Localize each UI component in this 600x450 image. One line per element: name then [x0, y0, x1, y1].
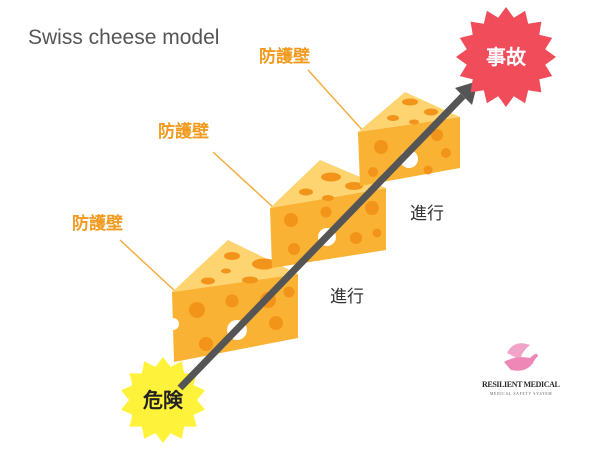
- cheese-hole: [299, 188, 313, 196]
- cheese-hole: [441, 148, 451, 158]
- cheese-hole: [423, 165, 433, 175]
- cheese-hole: [402, 98, 418, 106]
- cheese-hole: [221, 268, 231, 274]
- cheese-hole: [224, 252, 240, 260]
- cheese-hole: [199, 337, 213, 351]
- diagram-title: Swiss cheese model: [28, 26, 219, 49]
- accident-label: 事故: [486, 45, 527, 69]
- arrow-shaft: [177, 93, 466, 391]
- cheese-slice-top: [358, 92, 460, 186]
- cheese-hole: [322, 195, 334, 201]
- cheese-hole: [189, 302, 205, 318]
- logo-name: RESILIENT MEDICAL: [482, 380, 560, 389]
- cheese-hole: [372, 228, 382, 238]
- barrier-label-top: 防護壁: [259, 46, 310, 67]
- cheese-hole: [283, 286, 295, 298]
- cheese-hole: [345, 182, 363, 190]
- hazard-burst: [121, 357, 205, 443]
- cheese-hole: [225, 294, 239, 308]
- starburst-icon: [456, 7, 556, 107]
- cheese-hole: [374, 140, 388, 154]
- progress-label-upper: 進行: [410, 204, 444, 224]
- cheese-hole: [365, 201, 379, 215]
- barrier-label-bottom: 防護壁: [72, 213, 123, 234]
- starburst-icon: [121, 357, 205, 443]
- cheese-hole: [288, 243, 300, 255]
- leader-line-top: [307, 69, 366, 134]
- logo: RESILIENT MEDICAL MEDICAL SAFETY SYSTEM: [482, 343, 560, 396]
- progress-label-lower: 進行: [330, 287, 364, 307]
- cheese-hole: [201, 277, 215, 285]
- cheese-hole: [269, 316, 283, 330]
- bird-body: [504, 353, 538, 371]
- cheese-hole: [431, 129, 443, 141]
- cheese-hole: [409, 119, 419, 125]
- bird-icon: [504, 343, 538, 371]
- cheese-top-face: [270, 160, 386, 208]
- hazard-label: 危険: [143, 388, 184, 412]
- leader-lines: [119, 69, 366, 293]
- logo-tagline: MEDICAL SAFETY SYSTEM: [490, 392, 552, 396]
- arrow-icon: [177, 81, 478, 391]
- cheese-hole: [242, 276, 258, 284]
- cheese-hole: [252, 258, 276, 270]
- cheese-hole: [320, 206, 332, 218]
- cheese-hole: [350, 232, 362, 244]
- cheese-top-face: [358, 92, 460, 132]
- leader-line-bottom: [119, 239, 177, 293]
- cheese-hole: [321, 172, 341, 182]
- cheese-hole: [284, 213, 298, 227]
- leader-line-middle: [212, 151, 275, 209]
- barrier-label-middle: 防護壁: [158, 121, 209, 142]
- cheese-hole: [424, 108, 438, 116]
- cheese-edge-notch: [167, 318, 179, 330]
- cheese-hole: [368, 167, 378, 177]
- accident-burst: 事故: [456, 7, 556, 107]
- bird-wing: [507, 343, 530, 360]
- cheese-hole: [387, 115, 399, 121]
